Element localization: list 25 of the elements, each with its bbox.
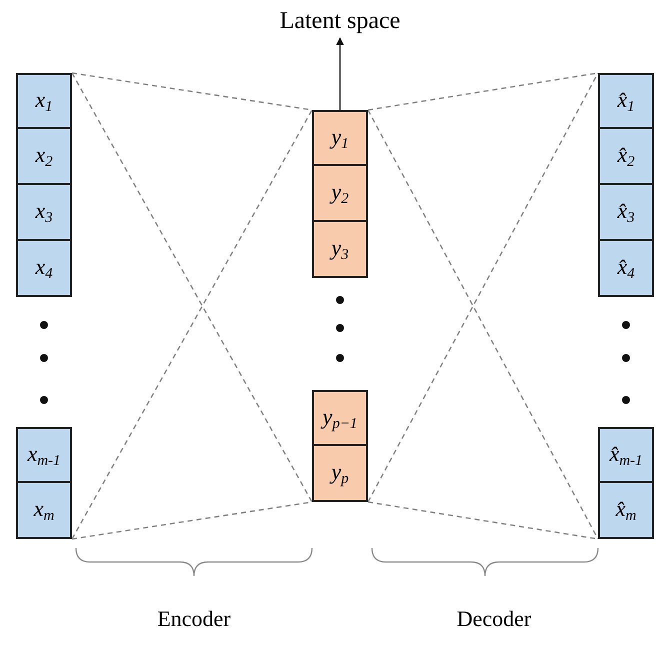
- vector-element-box: y$_{p}$: [312, 446, 368, 502]
- vector-element-box: x̂$_{m}$: [598, 483, 654, 539]
- vector-element-box: y$_{2}$: [312, 166, 368, 222]
- section-label: Decoder: [456, 606, 532, 632]
- arrow: [336, 37, 344, 110]
- dashed-line: [367, 72, 599, 502]
- vector-element-box: y$_{1}$: [312, 110, 368, 166]
- vector-element-box: x̂$_{2}$: [598, 129, 654, 185]
- text-label: Latent space: [250, 4, 430, 38]
- vector-element-box: x$_{2}$: [16, 129, 72, 185]
- vector-element-box: x̂$_{4}$: [598, 241, 654, 297]
- vector-element-box: x$_{m}$: [16, 483, 72, 539]
- section-label: Encoder: [156, 606, 232, 632]
- vector-element-box: y$_{3}$: [312, 222, 368, 278]
- vector-element-box: x$_{m-1}$: [16, 427, 72, 483]
- dashed-line: [71, 110, 313, 540]
- vector-element-box: x$_{3}$: [16, 185, 72, 241]
- vector-element-box: x$_{1}$: [16, 73, 72, 129]
- dashed-line: [367, 110, 599, 540]
- vector-element-box: x̂$_{m-1}$: [598, 427, 654, 483]
- vector-element-box: x̂$_{1}$: [598, 73, 654, 129]
- vector-element-box: x̂$_{3}$: [598, 185, 654, 241]
- dashed-line: [71, 72, 313, 502]
- vector-element-box: y$_{p−1}$: [312, 390, 368, 446]
- vector-element-box: x$_{4}$: [16, 241, 72, 297]
